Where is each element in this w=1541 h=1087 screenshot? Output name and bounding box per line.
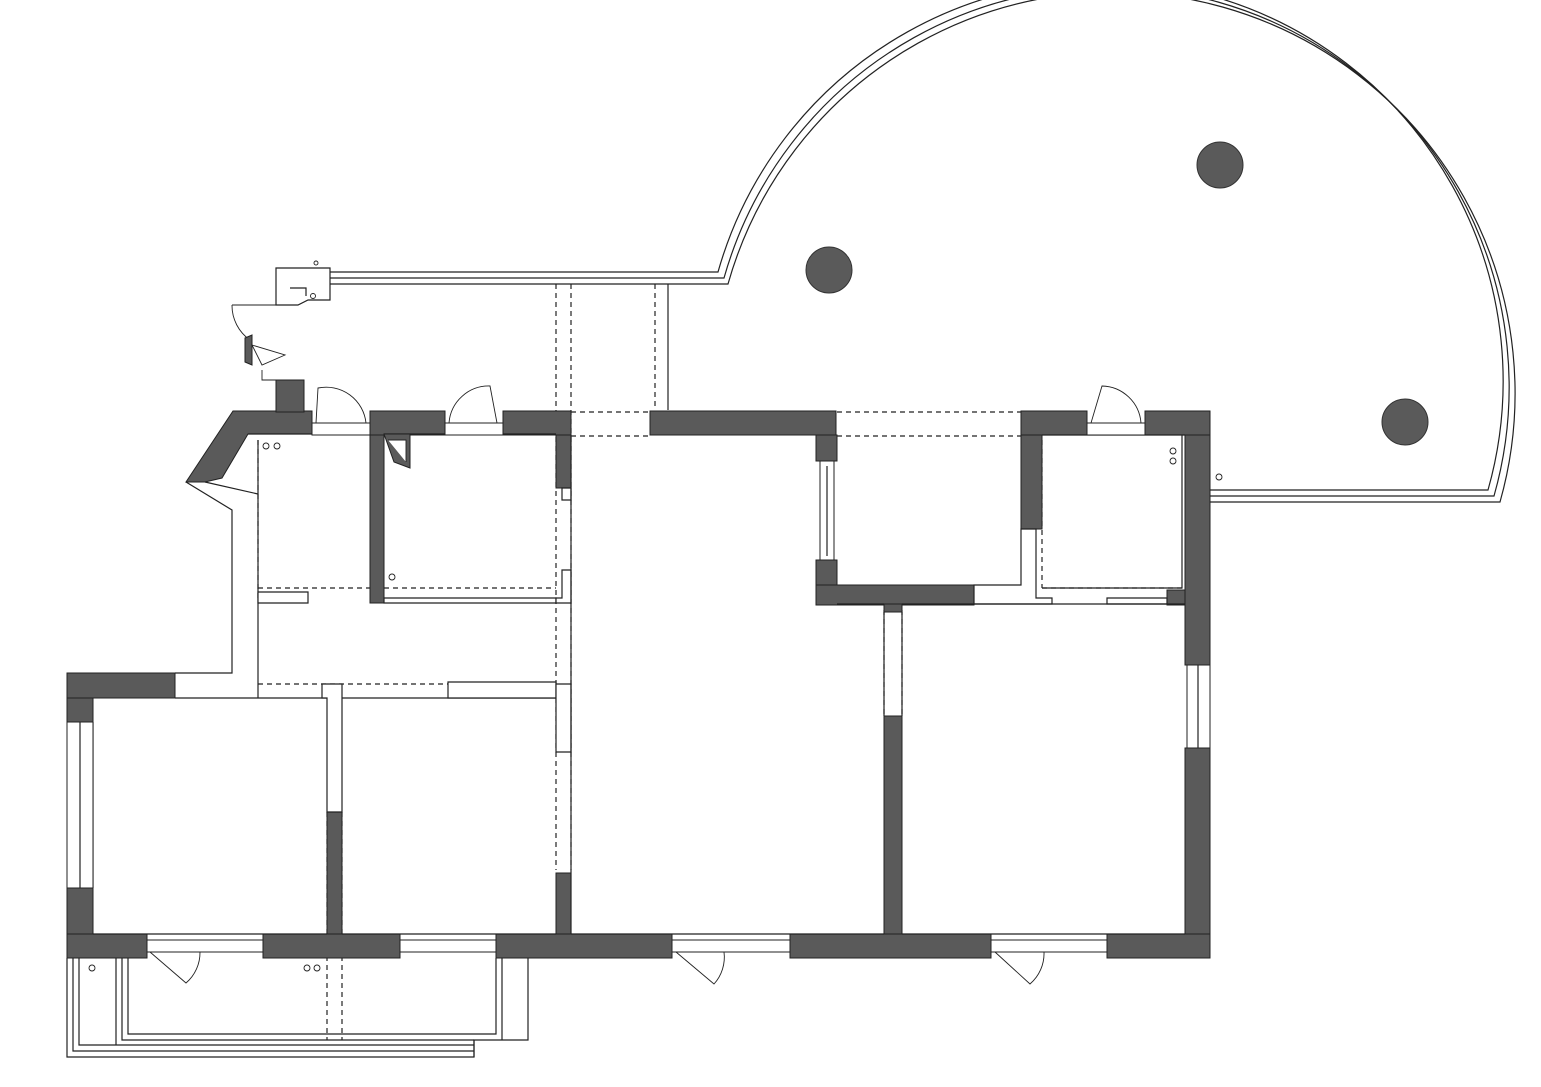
windows (66, 422, 1211, 953)
window (399, 939, 497, 953)
entry-landing (231, 260, 331, 381)
lower-balcony (66, 958, 529, 1058)
column (1196, 141, 1244, 189)
partitions (92, 433, 1185, 935)
fixture-marker (1215, 473, 1223, 481)
walls (66, 379, 1211, 959)
column (1381, 398, 1429, 446)
window (990, 939, 1108, 953)
column (805, 246, 853, 294)
window (444, 422, 504, 436)
window (311, 422, 371, 436)
window (1086, 422, 1146, 436)
dashed-guides (257, 284, 1182, 1040)
door-swings (149, 385, 1142, 985)
round-balcony (330, 0, 1516, 503)
window (671, 939, 791, 953)
fixture-markers (88, 442, 1177, 972)
window (146, 939, 264, 953)
